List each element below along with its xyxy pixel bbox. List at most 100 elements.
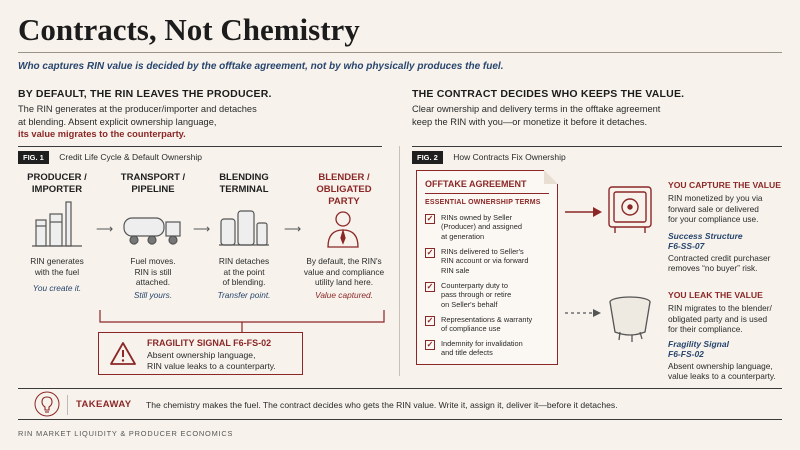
page-subtitle: Who captures RIN value is decided by the… — [18, 61, 504, 72]
left-body-line: The RIN generates at the producer/import… — [18, 104, 257, 114]
stage-desc: with the fuel — [34, 266, 80, 277]
stage-label: PRODUCER / — [27, 172, 87, 183]
term-line: Indemnity for invalidation — [441, 339, 523, 348]
stage-desc: RIN is still — [134, 266, 172, 277]
fig2-header: FIG. 2 How Contracts Fix Ownership — [412, 146, 782, 164]
right-heading: THE CONTRACT DECIDES WHO KEEPS THE VALUE… — [412, 88, 685, 100]
fragility-signal-code: F6-FS-02 — [668, 349, 704, 359]
term-line: (Producer) and assigned — [441, 222, 522, 232]
term-line: Counterparty duty to — [441, 281, 508, 290]
fragility-title: FRAGILITY SIGNAL F6-FS-02 — [147, 338, 272, 348]
term-line: RINs delivered to Seller's — [441, 247, 524, 256]
stage-blender: BLENDER / OBLIGATED PARTY — [294, 172, 394, 208]
term-line: RIN account or via forward — [441, 256, 529, 266]
stage-note: Still yours. — [133, 289, 173, 300]
left-heading: BY DEFAULT, THE RIN LEAVES THE PRODUCER. — [18, 88, 272, 100]
leak-line: RIN migrates to the blender/ — [668, 303, 772, 313]
right-body-line: keep the RIN with you—or monetize it bef… — [412, 116, 648, 127]
checkbox-icon: ✓ — [425, 248, 435, 258]
leak-note: value leaks to a counterparty. — [668, 371, 776, 381]
checkbox-icon: ✓ — [425, 282, 435, 292]
stage-desc: value and compliance — [303, 266, 385, 277]
bracket-connector — [99, 310, 385, 332]
takeaway-label: TAKEAWAY — [76, 399, 132, 410]
fig1-title: Credit Life Cycle & Default Ownership — [59, 152, 202, 162]
stage-label: PIPELINE — [131, 184, 175, 195]
stage-note: Transfer point. — [217, 289, 271, 300]
offtake-title: OFFTAKE AGREEMENT — [425, 179, 527, 189]
capture-line: for your compliance use. — [668, 214, 759, 224]
capture-note: Contracted credit purchaser — [668, 252, 771, 263]
solid-arrow — [565, 207, 602, 217]
term-line: RINs owned by Seller — [441, 213, 513, 222]
title-divider — [18, 52, 782, 53]
fig2-tag: FIG. 2 — [412, 151, 443, 164]
stage-transport: TRANSPORT / PIPELINE — [108, 172, 198, 196]
factory-icon — [32, 201, 82, 247]
fig1-tag: FIG. 1 — [18, 151, 49, 164]
leak-note: Absent ownership language, — [668, 360, 773, 371]
leaking-bucket-icon — [609, 296, 651, 342]
capture-title: YOU CAPTURE THE VALUE — [668, 180, 781, 190]
takeaway-divider — [67, 395, 68, 415]
right-body-line: Clear ownership and delivery terms in th… — [412, 104, 661, 114]
success-structure-label: Success Structure — [668, 230, 743, 241]
flow-arrow: ⟶ — [284, 222, 302, 236]
stage-blending-desc: RIN detaches at the point of blending. T… — [199, 256, 289, 300]
leak-block: YOU LEAK THE VALUE RIN migrates to the b… — [668, 290, 793, 382]
fig1-header: FIG. 1 Credit Life Cycle & Default Owner… — [18, 146, 382, 164]
term-line: Representations & warranty — [441, 315, 533, 324]
stage-desc: utility land here. — [314, 277, 374, 287]
stage-transport-desc: Fuel moves. RIN is still attached. Still… — [108, 256, 198, 300]
leak-line: obligated party and is used — [668, 313, 768, 324]
stage-label: IMPORTER — [31, 184, 83, 195]
person-icon — [327, 211, 359, 248]
term-line: on Seller's behalf — [441, 299, 498, 309]
stage-label: OBLIGATED — [316, 184, 372, 195]
safe-icon — [608, 186, 652, 233]
takeaway-bar: TAKEAWAY The chemistry makes the fuel. T… — [18, 388, 782, 420]
stage-note: You create it. — [32, 283, 82, 293]
fig2-title: How Contracts Fix Ownership — [453, 152, 566, 162]
term-line: pass through or retire — [441, 290, 512, 300]
term-line: of compliance use — [441, 324, 501, 334]
fragility-signal-box: FRAGILITY SIGNAL F6-FS-02 Absent ownersh… — [98, 332, 303, 375]
checkbox-icon: ✓ — [425, 214, 435, 224]
stage-note: Value captured. — [315, 289, 373, 300]
term-line: and title defects — [441, 348, 493, 358]
offtake-subtitle: ESSENTIAL OWNERSHIP TERMS — [425, 199, 541, 206]
stage-label: TRANSPORT / — [120, 172, 186, 183]
stage-desc: Fuel moves. — [130, 256, 176, 266]
page-fold — [544, 170, 558, 184]
stage-label: BLENDER / — [318, 172, 370, 183]
stage-blending: BLENDING TERMINAL — [199, 172, 289, 196]
capture-line: RIN monetized by you via — [668, 193, 763, 203]
capture-line: forward sale or delivered — [668, 203, 759, 214]
right-body: Clear ownership and delivery terms in th… — [412, 103, 660, 128]
stage-desc: By default, the RIN's — [306, 256, 382, 266]
term-line: at generation — [441, 231, 485, 241]
stage-desc: of blending. — [222, 277, 266, 287]
takeaway-text: The chemistry makes the fuel. The contra… — [146, 400, 618, 410]
stage-desc: at the point — [223, 266, 265, 277]
left-body-emphasis: its value migrates to the counterparty. — [18, 129, 186, 139]
storage-tanks-icon — [219, 210, 269, 246]
success-structure-code: F6-SS-07 — [668, 241, 705, 251]
stage-desc: RIN detaches — [218, 256, 270, 266]
flow-arrow: ⟶ — [96, 222, 114, 236]
left-body: The RIN generates at the producer/import… — [18, 103, 257, 141]
checkbox-icon: ✓ — [425, 340, 435, 350]
lightbulb-icon — [34, 391, 60, 417]
stage-producer-desc: RIN generates with the fuel You create i… — [12, 256, 102, 293]
capture-block: YOU CAPTURE THE VALUE RIN monetized by y… — [668, 180, 793, 274]
dashed-arrow — [565, 309, 601, 317]
warning-icon — [110, 342, 136, 365]
page-title: Contracts, Not Chemistry — [18, 12, 360, 47]
capture-note: removes “no buyer” risk. — [668, 263, 758, 273]
stage-desc: RIN generates — [30, 256, 84, 266]
leak-line: for their compliance. — [668, 324, 743, 334]
offtake-agreement-document: OFFTAKE AGREEMENT ESSENTIAL OWNERSHIP TE… — [416, 170, 558, 365]
fragility-text: Absent ownership language, — [147, 350, 256, 360]
leak-title: YOU LEAK THE VALUE — [668, 290, 763, 300]
flow-arrow: ⟶ — [193, 222, 211, 236]
